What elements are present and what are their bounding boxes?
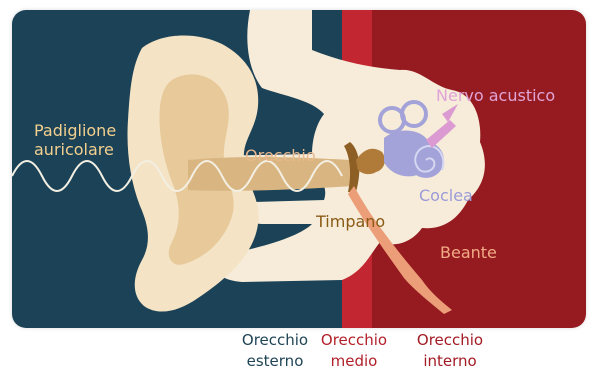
caption-inner-ear: Orecchio interno: [410, 330, 490, 372]
cochlea-label: Coclea: [419, 186, 473, 205]
caption-outer-line1: Orecchio: [232, 330, 318, 351]
caption-outer-line2: esterno: [232, 351, 318, 372]
caption-middle-ear: Orecchio medio: [319, 330, 389, 372]
pinna-label-line2: auricolare: [34, 140, 116, 159]
eardrum-label: Timpano: [316, 212, 385, 231]
caption-inner-line2: interno: [410, 351, 490, 372]
caption-middle-line2: medio: [319, 351, 389, 372]
ear-cross-section-diagram: Padiglione auricolare Orecchio Nervo acu…: [12, 10, 586, 328]
caption-middle-line1: Orecchio: [319, 330, 389, 351]
pinna-label-line1: Padiglione: [34, 121, 116, 140]
caption-inner-line1: Orecchio: [410, 330, 490, 351]
eustachian-tube-label: Beante: [440, 243, 497, 262]
pinna-label: Padiglione auricolare: [34, 121, 116, 159]
ear-illustration: [12, 10, 586, 328]
caption-outer-ear: Orecchio esterno: [232, 330, 318, 372]
outer-ear-label: Orecchio: [245, 146, 316, 165]
auditory-nerve-label: Nervo acustico: [436, 86, 555, 105]
